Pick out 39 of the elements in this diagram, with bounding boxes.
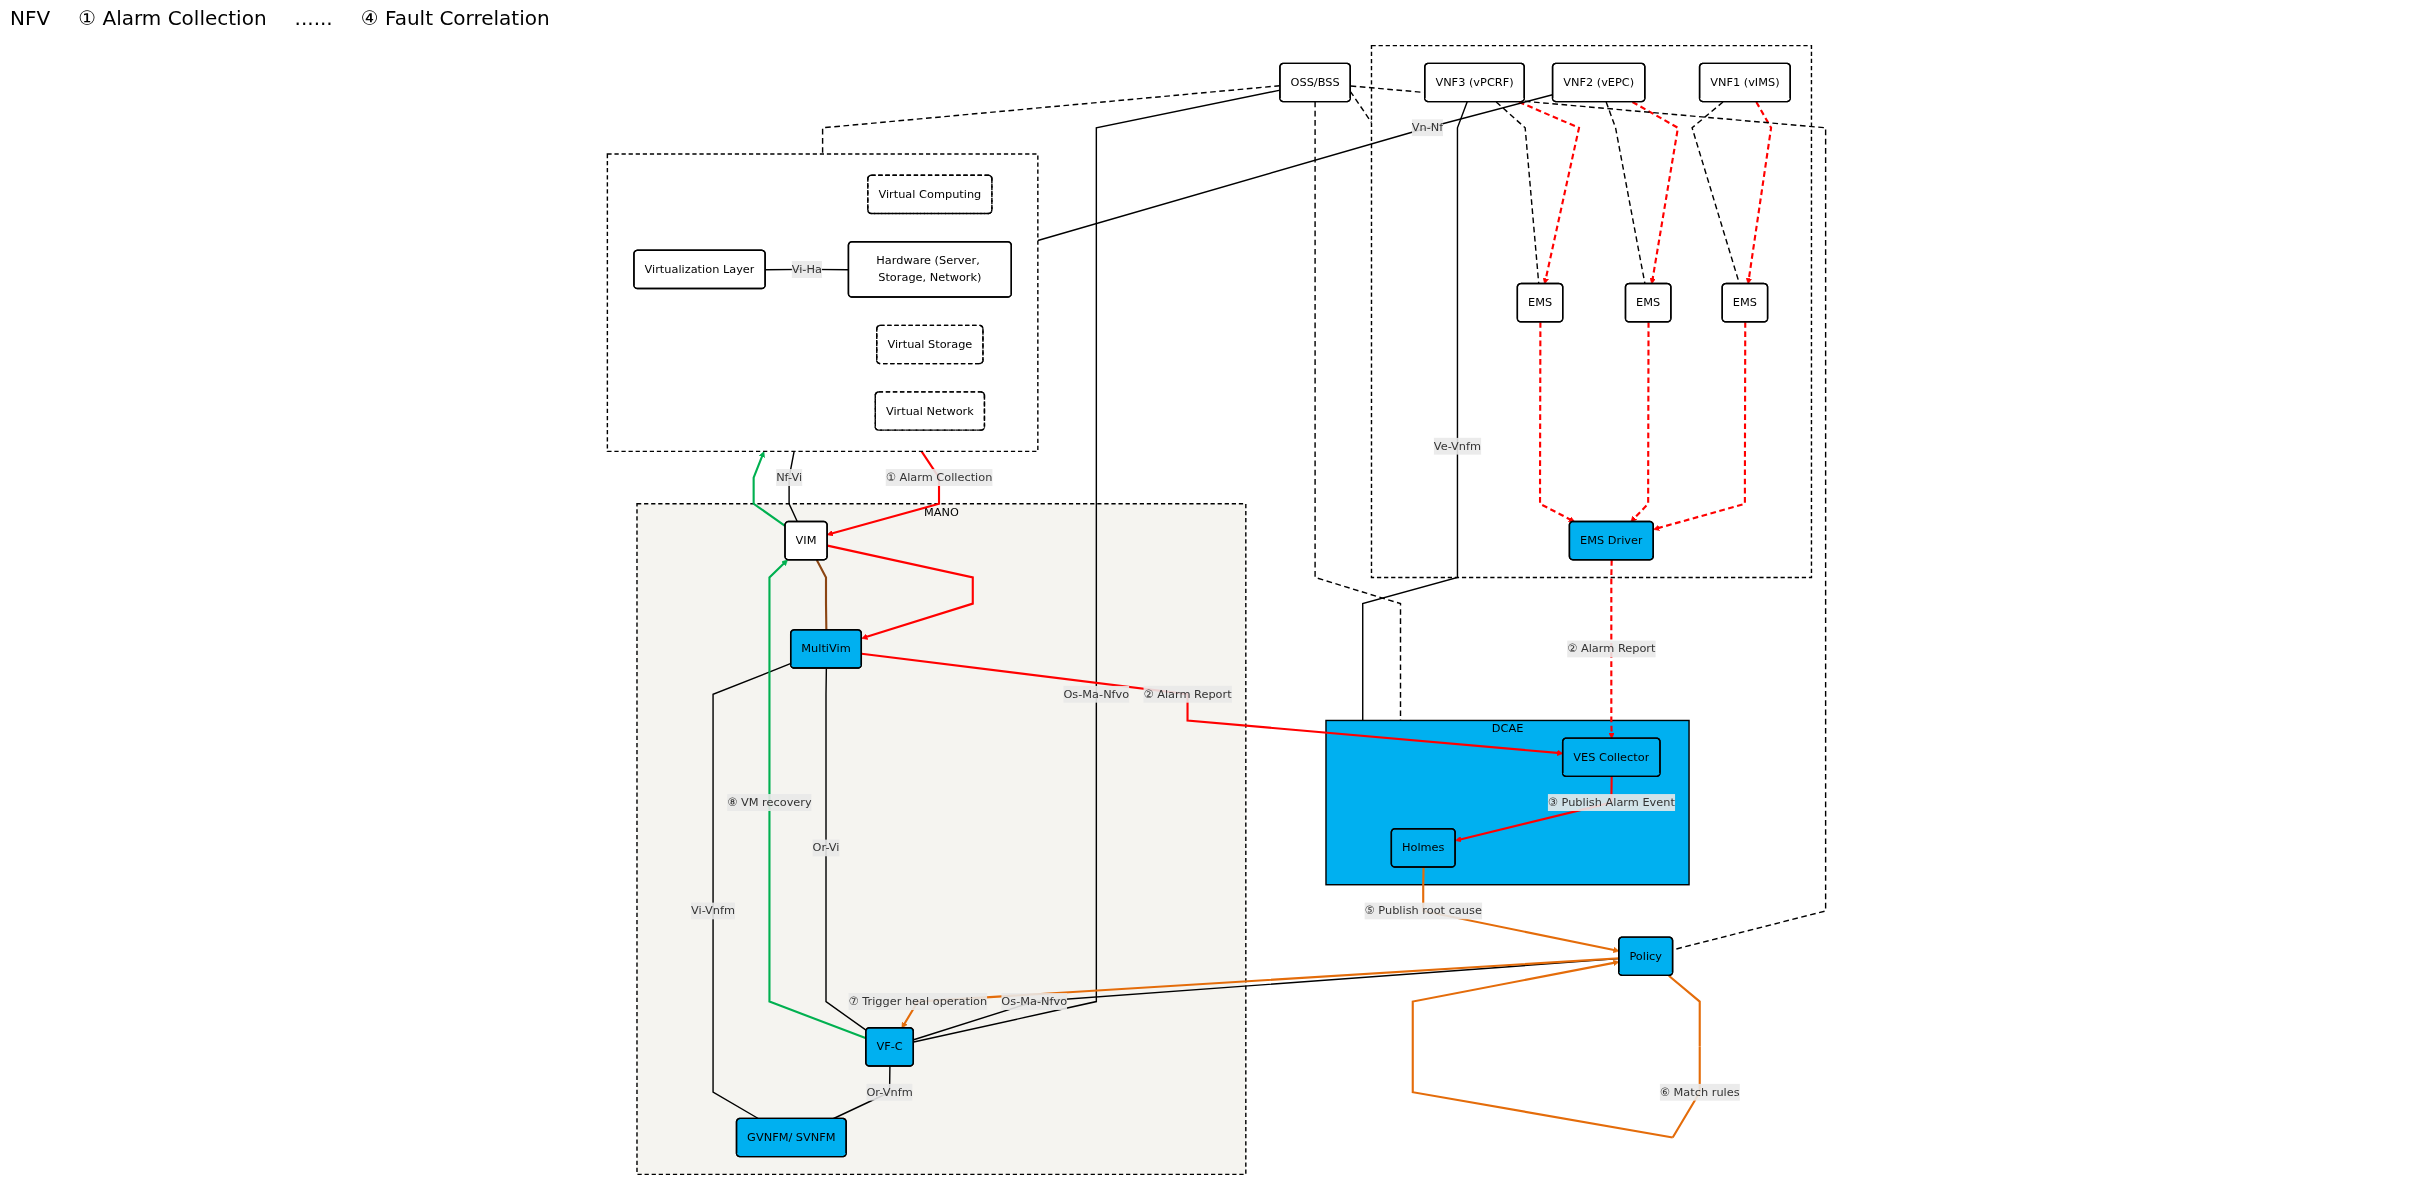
connector <box>1362 100 1468 722</box>
edge-label: Nf-Vi <box>776 470 803 484</box>
edge-label: ② Alarm Report <box>1143 687 1232 701</box>
arrow <box>1539 322 1575 523</box>
arrow <box>1518 101 1581 285</box>
arrow <box>1745 101 1773 285</box>
connector <box>825 667 868 1032</box>
arrow <box>1608 560 1615 739</box>
edge-label: Or-Vi <box>812 840 840 855</box>
arrow <box>1630 322 1650 523</box>
edge-label: ② Alarm Report <box>1567 641 1656 656</box>
edge-label: Os-Ma-Nfvo <box>1063 687 1130 701</box>
edge-label: ③ Publish Alarm Event <box>1547 795 1675 809</box>
edge-label: Vi-Ha <box>791 262 822 276</box>
note-text: ④ Fault Correlation <box>360 6 550 30</box>
edge-label: ① Alarm Collection <box>885 470 993 484</box>
connector <box>1495 101 1540 285</box>
edge-label: ⑤ Publish root cause <box>1364 903 1482 918</box>
note-text: ...... <box>294 6 333 30</box>
note-text: ① Alarm Collection <box>78 6 267 30</box>
edge-label: Or-Vnfm <box>866 1085 913 1099</box>
connector <box>1605 101 1646 285</box>
arrow <box>1631 101 1680 285</box>
edge-label: ⑦ Trigger heal operation <box>848 994 988 1008</box>
arrow <box>752 451 786 527</box>
arrow <box>768 559 867 1040</box>
edge-label: Ve-Vnfm <box>1433 439 1482 453</box>
edge-label: ⑧ VM recovery <box>727 795 812 809</box>
arrow <box>827 544 974 640</box>
connector <box>815 559 828 631</box>
edge-label: ⑥ Match rules <box>1659 1085 1740 1099</box>
edge-label: Vn-Nf <box>1411 120 1444 135</box>
edge-label: Vi-Vnfm <box>691 903 736 918</box>
note-text: NFV <box>10 6 51 30</box>
connector <box>712 662 792 1120</box>
cluster <box>1370 44 1813 579</box>
arrow <box>1653 322 1747 531</box>
edge-label: Os-Ma-Nfvo <box>1001 994 1068 1008</box>
cluster <box>606 153 1039 453</box>
